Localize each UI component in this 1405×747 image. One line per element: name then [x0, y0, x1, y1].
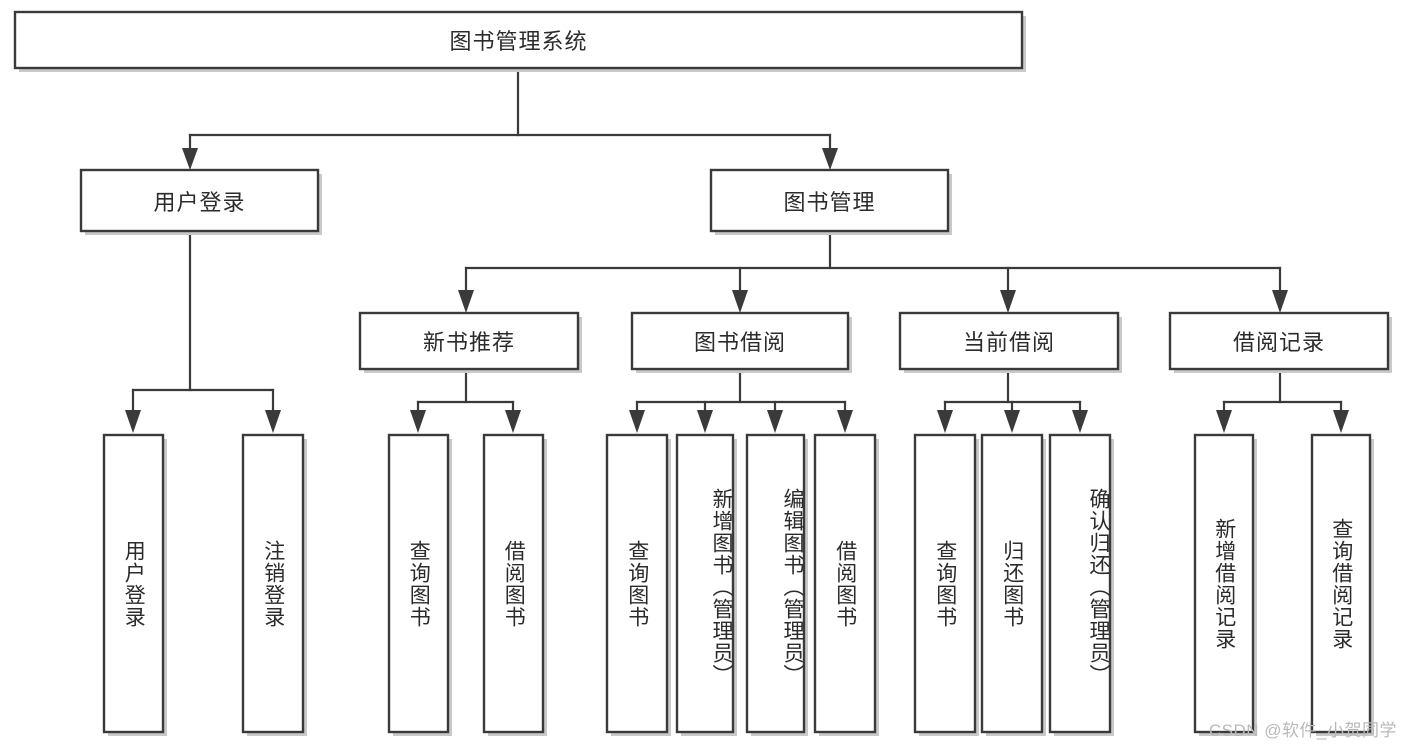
- arrow-leaf-nbr-1: [410, 410, 426, 433]
- arrow-leaf-bb-3: [767, 410, 783, 433]
- arrow-leaf-user-login-2: [265, 410, 281, 433]
- level1-node-box-book-management[interactable]: [709, 168, 950, 233]
- arrow-leaf-bb-2: [697, 410, 713, 433]
- leaf-box-book-borrow-2[interactable]: [745, 433, 806, 734]
- edge-group-bookmgmt: [458, 233, 1288, 313]
- leaf-box-new-book-recommend-0[interactable]: [387, 433, 450, 734]
- arrow-leaf-nbr-2: [505, 410, 521, 433]
- root-node-box[interactable]: [13, 10, 1024, 70]
- arrow-leaf-cb-3: [1072, 410, 1088, 433]
- edge-group-borrow-record: [1216, 371, 1349, 433]
- edge-group-root: [182, 66, 838, 170]
- arrow-new-book-recommend: [458, 290, 474, 313]
- arrow-leaf-cb-1: [937, 410, 953, 433]
- leaf-box-book-borrow-0[interactable]: [605, 433, 669, 734]
- leaf-box-book-borrow-1[interactable]: [675, 433, 735, 734]
- leaf-box-borrow-record-1[interactable]: [1310, 433, 1372, 734]
- arrow-leaf-br-1: [1216, 410, 1232, 433]
- edge-group-userlogin: [125, 233, 281, 433]
- arrow-book-borrow: [732, 290, 748, 313]
- edge-group-new-book-recommend: [410, 371, 521, 433]
- leaf-box-new-book-recommend-1[interactable]: [482, 433, 545, 734]
- level1-node-box-user-login[interactable]: [79, 168, 320, 233]
- arrow-leaf-bb-4: [837, 410, 853, 433]
- arrow-leaf-br-2: [1333, 410, 1349, 433]
- level2-node-box-new-book-recommend[interactable]: [358, 311, 580, 371]
- arrow-current-borrow: [1000, 290, 1016, 313]
- level2-node-box-borrow-record[interactable]: [1168, 311, 1390, 371]
- arrow-leaf-user-login-1: [125, 410, 141, 433]
- edge-group-book-borrow: [629, 371, 853, 433]
- arrow-leaf-cb-2: [1004, 410, 1020, 433]
- arrow-bookmgmt: [822, 148, 838, 170]
- edge-group-current-borrow: [937, 371, 1088, 433]
- level2-node-box-current-borrow[interactable]: [898, 311, 1120, 371]
- leaf-box-current-borrow-1[interactable]: [980, 433, 1044, 734]
- arrow-borrow-record: [1272, 290, 1288, 313]
- leaf-box-book-borrow-3[interactable]: [813, 433, 877, 734]
- leaf-box-user-login-1[interactable]: [241, 433, 305, 734]
- leaf-box-borrow-record-0[interactable]: [1193, 433, 1255, 734]
- arrow-leaf-bb-1: [629, 410, 645, 433]
- leaf-box-current-borrow-0[interactable]: [913, 433, 977, 734]
- leaf-box-current-borrow-2[interactable]: [1048, 433, 1112, 734]
- arrow-userlogin: [182, 148, 198, 170]
- leaf-box-user-login-0[interactable]: [102, 433, 165, 734]
- level2-node-box-book-borrow[interactable]: [630, 311, 850, 371]
